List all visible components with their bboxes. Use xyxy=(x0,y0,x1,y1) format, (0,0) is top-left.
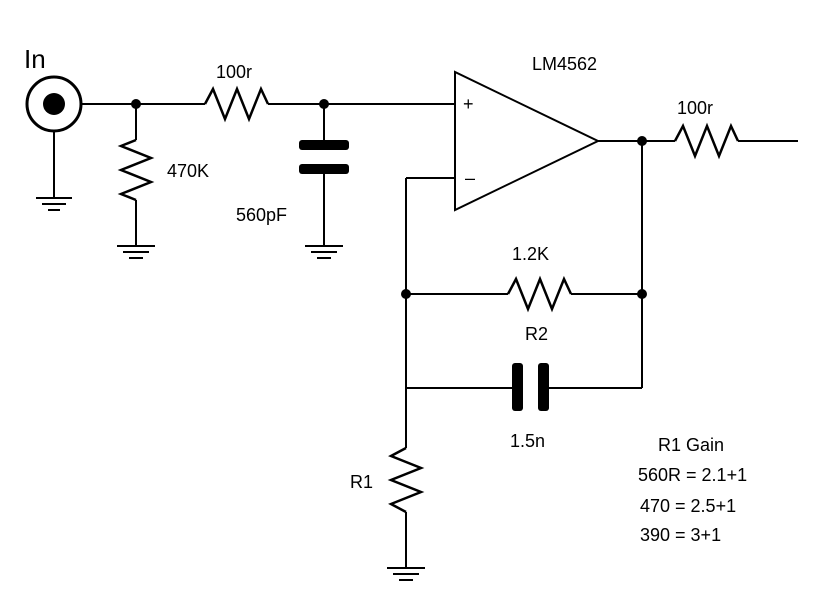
resistor-icon xyxy=(506,275,573,313)
resistor-icon xyxy=(387,446,425,514)
output-resistor-label: 100r xyxy=(677,98,713,118)
gain-table-row: 560R = 2.1+1 xyxy=(638,465,747,485)
gain-table-row: 470 = 2.5+1 xyxy=(640,496,736,516)
input-label: In xyxy=(24,44,46,74)
ground-icon xyxy=(36,197,72,211)
opamp-icon xyxy=(454,70,601,212)
r1-name-label: R1 xyxy=(350,472,373,492)
ground-icon xyxy=(117,245,155,259)
opamp-minus-sign: – xyxy=(465,168,475,188)
input-capacitor-label: 560pF xyxy=(236,205,287,225)
capacitor-icon xyxy=(538,363,549,411)
resistor-icon xyxy=(117,138,155,202)
opamp-plus-sign: + xyxy=(463,94,474,114)
opamp-label: LM4562 xyxy=(532,54,597,74)
bias-resistor-label: 470K xyxy=(167,161,209,181)
input-jack-icon xyxy=(25,75,83,198)
r2-name-label: R2 xyxy=(525,324,548,344)
capacitor-icon xyxy=(299,164,349,174)
capacitor-icon xyxy=(512,363,523,411)
ground-icon xyxy=(305,245,343,259)
feedback-capacitor-label: 1.5n xyxy=(510,431,545,451)
input-resistor-label: 100r xyxy=(216,62,252,82)
gain-table-title: R1 Gain xyxy=(658,435,724,455)
resistor-icon xyxy=(203,85,270,123)
ground-icon xyxy=(387,567,425,581)
gain-table-row: 390 = 3+1 xyxy=(640,525,721,545)
capacitor-icon xyxy=(299,140,349,150)
r2-value-label: 1.2K xyxy=(512,244,549,264)
resistor-icon xyxy=(673,122,740,160)
